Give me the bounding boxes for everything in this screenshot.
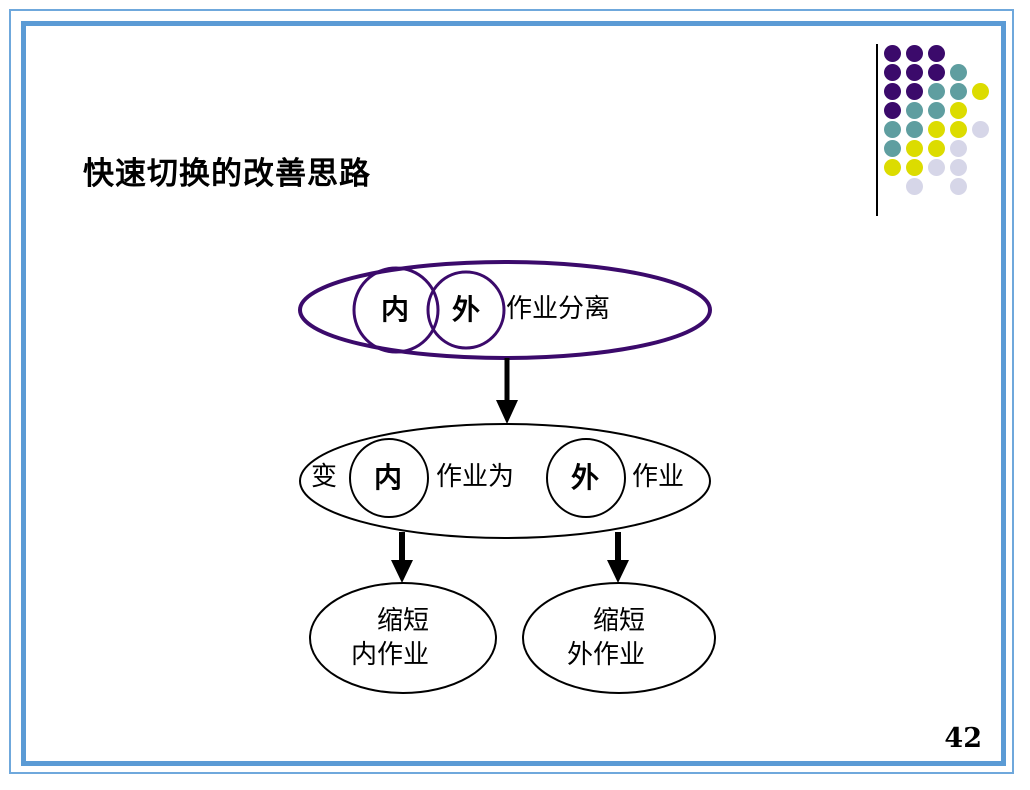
middle-badge-external-label: 外 — [571, 461, 600, 494]
decorative-dot — [950, 178, 967, 195]
slide-frame-inner — [21, 21, 1006, 766]
decorative-dot-grid — [884, 45, 994, 195]
middle-middle-label: 作业为 — [436, 462, 515, 492]
decorative-dot — [884, 64, 901, 81]
decorative-dot — [950, 140, 967, 157]
decorative-dot — [928, 102, 945, 119]
top-badge-external-label: 外 — [452, 293, 481, 326]
decorative-vertical-rule — [876, 44, 878, 216]
decorative-dot — [928, 45, 945, 62]
decorative-dot — [884, 121, 901, 138]
decorative-dot — [884, 45, 901, 62]
decorative-dot — [906, 45, 923, 62]
decorative-dot — [884, 83, 901, 100]
decorative-dot — [928, 64, 945, 81]
bottom-left-line1: 缩短 — [377, 606, 430, 636]
decorative-dot — [972, 121, 989, 138]
decorative-dot — [906, 159, 923, 176]
decorative-dot — [950, 102, 967, 119]
decorative-dot — [928, 140, 945, 157]
decorative-dot — [906, 121, 923, 138]
middle-suffix-label: 作业 — [632, 462, 685, 492]
decorative-dot — [950, 83, 967, 100]
bottom-right-line2: 外作业 — [567, 640, 646, 670]
decorative-dot — [950, 64, 967, 81]
decorative-dot — [906, 178, 923, 195]
decorative-dot — [928, 121, 945, 138]
page-title: 快速切换的改善思路 — [83, 156, 371, 192]
decorative-dot — [906, 64, 923, 81]
decorative-dot — [884, 140, 901, 157]
decorative-dot — [928, 159, 945, 176]
decorative-dot — [884, 159, 901, 176]
page-number: 42 — [944, 723, 982, 754]
decorative-dot — [950, 121, 967, 138]
middle-badge-internal-label: 内 — [374, 461, 403, 494]
decorative-dot — [884, 102, 901, 119]
decorative-dot — [950, 159, 967, 176]
decorative-dot — [928, 83, 945, 100]
decorative-dot — [972, 83, 989, 100]
bottom-right-line1: 缩短 — [593, 606, 646, 636]
top-badge-internal-label: 内 — [381, 293, 410, 326]
bottom-left-line2: 内作业 — [351, 640, 430, 670]
decorative-dot — [906, 83, 923, 100]
decorative-dot — [906, 102, 923, 119]
decorative-dot — [906, 140, 923, 157]
slide-frame-outer — [9, 9, 1014, 774]
middle-prefix-label: 变 — [311, 462, 338, 492]
top-ellipse-label: 作业分离 — [506, 294, 611, 324]
